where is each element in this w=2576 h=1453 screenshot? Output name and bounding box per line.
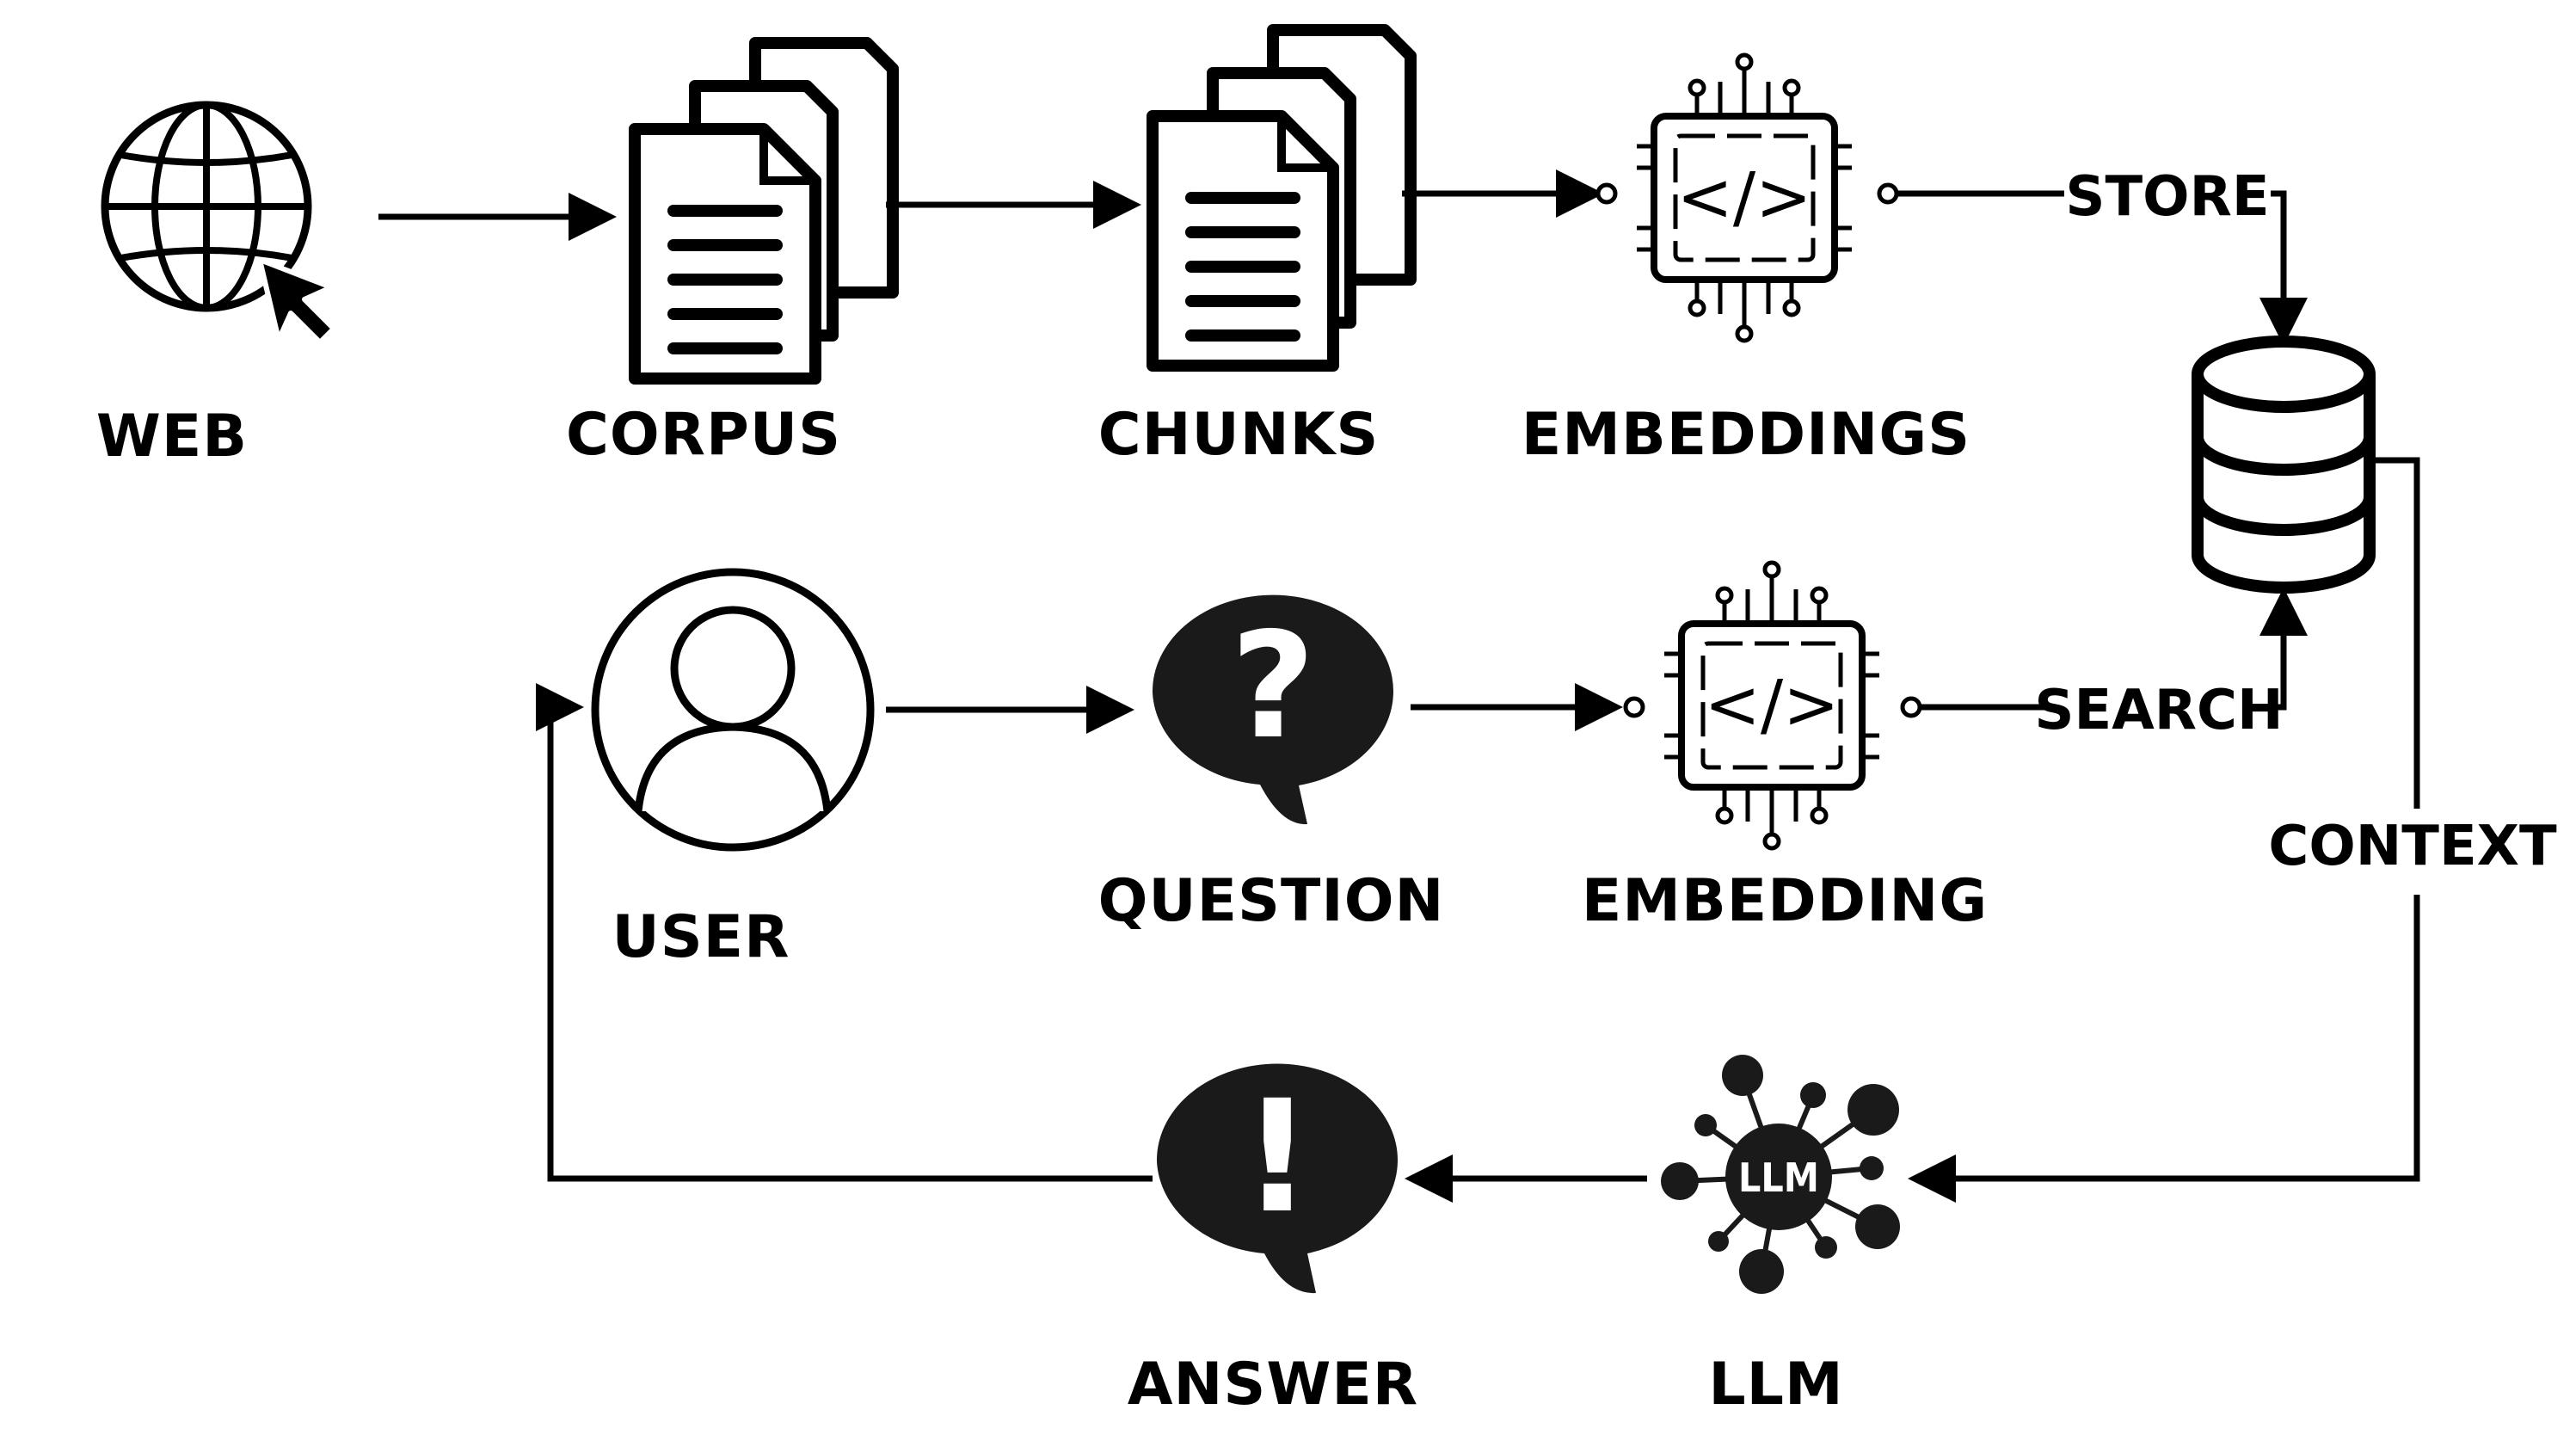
chip-code-icon: </> <box>1637 55 1852 341</box>
globe-cursor-icon <box>101 101 336 345</box>
edge-line-context-upper <box>2370 457 2420 809</box>
svg-text:?: ? <box>1231 601 1316 772</box>
edge-label-context: CONTEXT <box>2268 815 2557 878</box>
document-stack-icon <box>1153 30 1411 366</box>
arrow-answer-to-user <box>536 683 1153 1182</box>
arrow-search-to-database <box>2259 588 2308 711</box>
database-icon <box>2192 336 2376 594</box>
node-label-question: QUESTION <box>1098 867 1445 935</box>
svg-text:LLM: LLM <box>1738 1154 1819 1201</box>
svg-text:!: ! <box>1242 1068 1313 1247</box>
llm-network-icon: LLM <box>1661 1055 1900 1294</box>
node-label-corpus: CORPUS <box>566 401 841 469</box>
node-label-llm: LLM <box>1708 1351 1843 1419</box>
document-stack-icon <box>635 43 893 379</box>
edge-label-search: SEARCH <box>2034 679 2283 742</box>
node-label-embeddings: EMBEDDINGS <box>1522 401 1970 469</box>
node-label-answer: ANSWER <box>1128 1351 1418 1419</box>
exclamation-bubble-icon: ! <box>1156 1063 1398 1294</box>
svg-text:</>: </> <box>1677 159 1812 237</box>
arrow-context-to-llm <box>1908 895 2420 1203</box>
svg-text:</>: </> <box>1705 667 1840 744</box>
question-bubble-icon: ? <box>1152 594 1393 825</box>
edge-label-store: STORE <box>2065 165 2269 229</box>
arrow-store-to-database <box>2259 190 2308 346</box>
user-avatar-icon <box>591 568 875 852</box>
chip-code-icon: </> <box>1664 563 1879 848</box>
node-label-web: WEB <box>96 403 248 471</box>
node-label-embedding: EMBEDDING <box>1582 867 1988 935</box>
node-label-chunks: CHUNKS <box>1098 401 1380 469</box>
node-label-user: USER <box>612 903 790 971</box>
